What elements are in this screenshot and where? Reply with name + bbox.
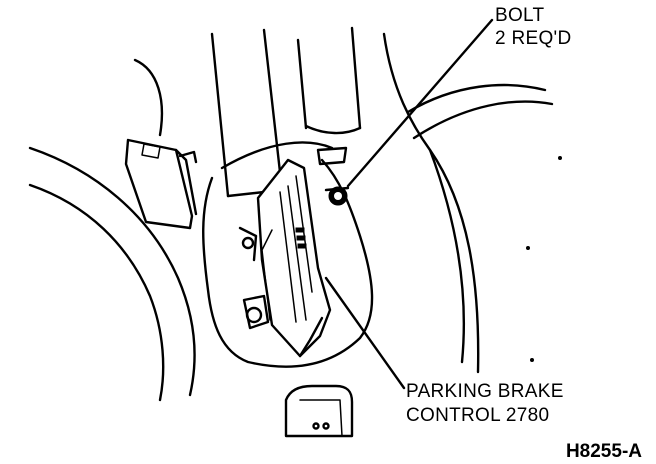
console-switch: [284, 384, 354, 438]
brake-leader-line: [324, 276, 406, 390]
mounting-bolt: [324, 186, 350, 206]
leader-lines: [324, 18, 494, 390]
wiring-connector: [124, 138, 198, 230]
column-trim: [210, 26, 362, 198]
right-trim-panel: [382, 32, 562, 374]
bolt-callout-line1: BOLT: [495, 5, 545, 26]
parking-brake-control: [238, 158, 332, 358]
brake-callout-line2: CONTROL 2780: [406, 405, 549, 426]
console-housing: [202, 141, 374, 368]
figure-id: H8255-A: [566, 441, 642, 462]
bolt-leader-line: [346, 18, 494, 188]
left-trim-panel: [28, 58, 196, 402]
brake-callout-line1: PARKING BRAKE: [406, 381, 564, 402]
bolt-callout-line2: 2 REQ'D: [495, 28, 571, 49]
